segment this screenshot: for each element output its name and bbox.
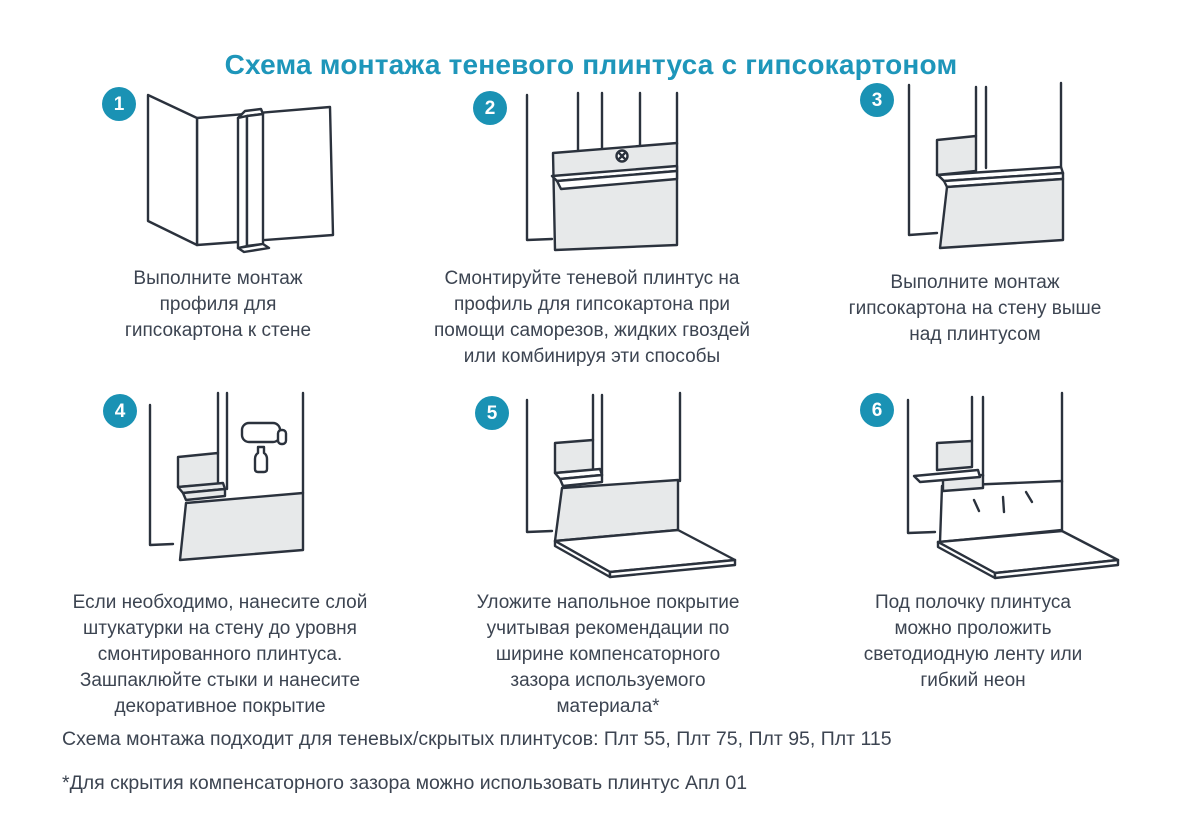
footnote-asterisk: *Для скрытия компенсаторного зазора можн… <box>62 772 748 794</box>
plinth-mounting-illustration <box>525 91 679 252</box>
step-caption: Выполните монтаж гипсокартона на стену в… <box>848 272 1102 345</box>
step-caption: Уложите напольное покрытие учитывая реко… <box>476 592 740 717</box>
step-caption: Если необходимо, нанесите слой штукатурк… <box>72 592 368 717</box>
footnote-compatibility: Схема монтажа подходит для теневых/скрыт… <box>62 728 892 750</box>
plaster-roller-illustration <box>148 391 305 562</box>
page-title: Схема монтажа теневого плинтуса с гипсок… <box>224 48 958 80</box>
screw-icon <box>615 149 629 163</box>
step-caption: Выполните монтаж профиля для гипсокартон… <box>124 268 312 341</box>
drywall-above-plinth-illustration <box>907 81 1065 250</box>
step6-art <box>820 385 1120 585</box>
wall-profile-illustration <box>146 93 335 254</box>
paint-roller-icon <box>240 421 288 474</box>
step-badge: 4 <box>103 394 137 428</box>
step1-art <box>140 88 340 263</box>
step4-art <box>130 390 360 590</box>
step-badge: 1 <box>102 87 136 121</box>
step-caption: Под полочку плинтуса можно проложить све… <box>863 592 1083 691</box>
light-rays-icon <box>972 490 1034 514</box>
step-badge: 5 <box>475 396 509 430</box>
step5-art <box>440 385 740 585</box>
step-caption: Смонтируйте теневой плинтус на профиль д… <box>434 268 750 367</box>
step-badge: 6 <box>860 393 894 427</box>
step-badge: 3 <box>860 83 894 117</box>
step3-art <box>890 75 1090 265</box>
floor-covering-illustration <box>525 391 737 579</box>
step-badge: 2 <box>473 91 507 125</box>
led-strip-illustration <box>906 391 1120 580</box>
step2-art <box>460 85 690 260</box>
